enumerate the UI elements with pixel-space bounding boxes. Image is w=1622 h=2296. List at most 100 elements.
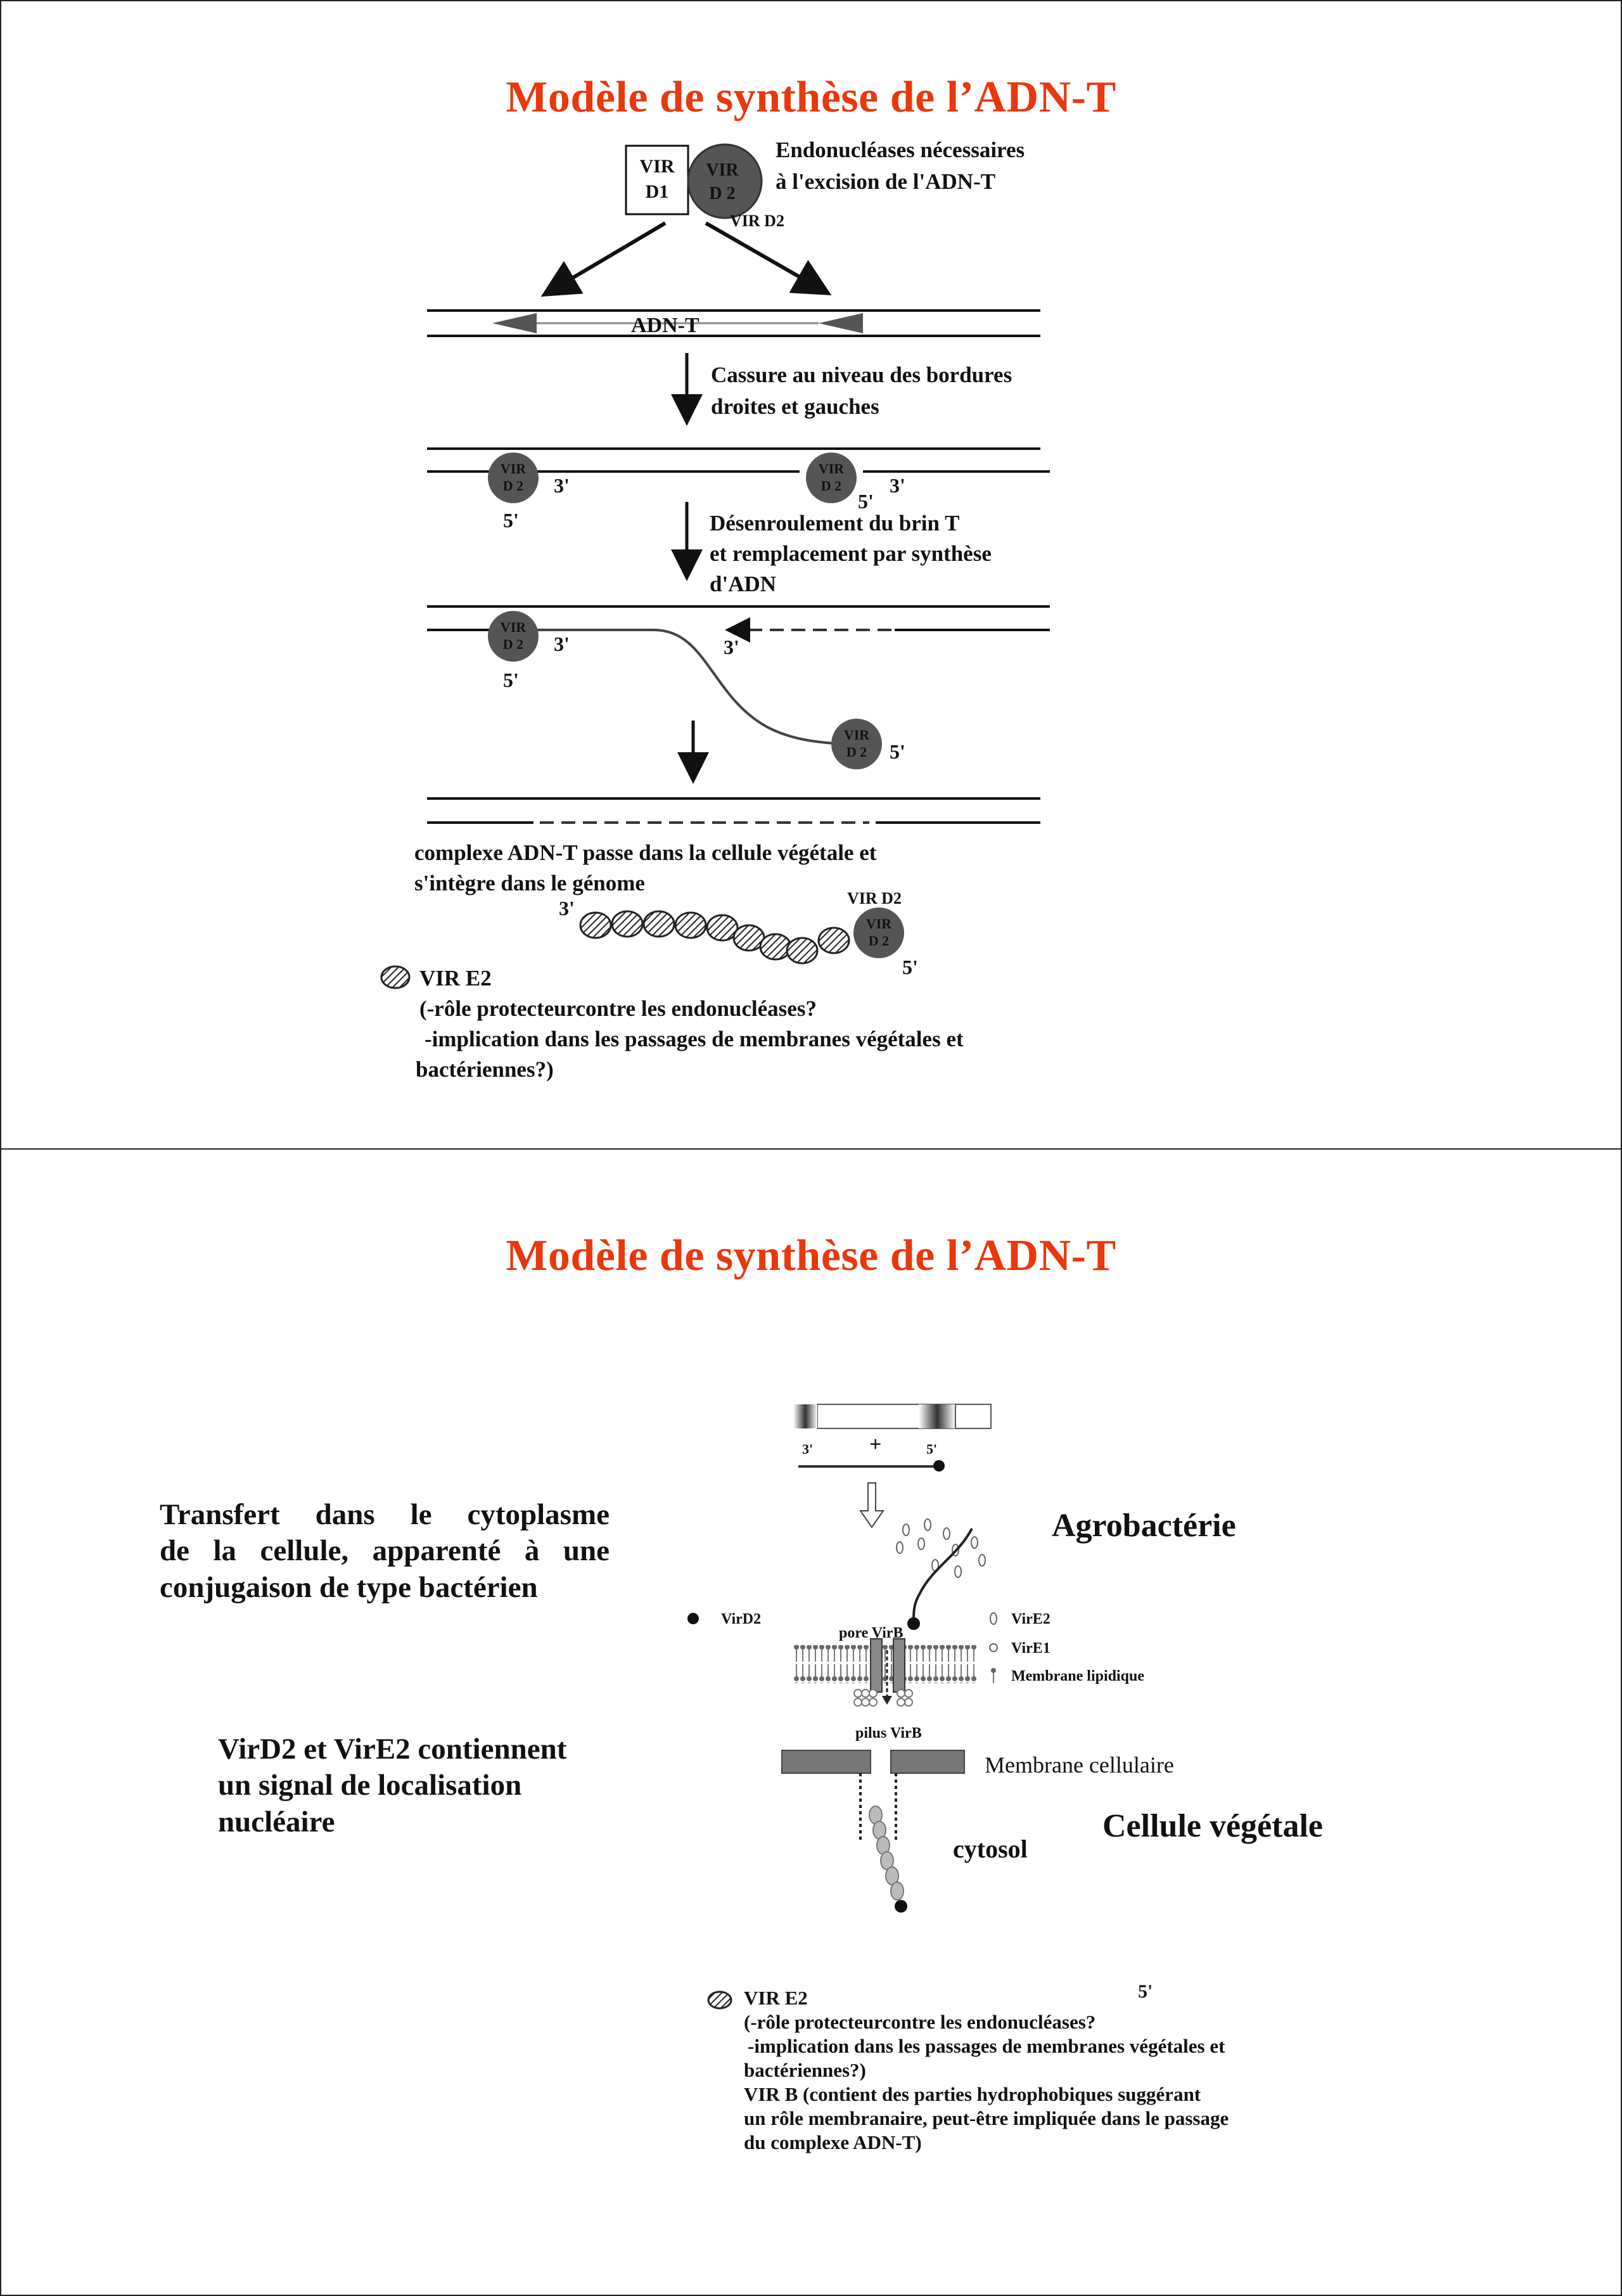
plasmid-vird2-dot bbox=[933, 1460, 945, 1472]
signal-line-3: nucléaire bbox=[218, 1805, 335, 1838]
bottom-legend: VIR E2 (-rôle protecteurcontre les endon… bbox=[744, 1986, 1229, 2155]
vir-d2-left-1 bbox=[488, 452, 539, 503]
bottom-legend-line-3: bactériennes?) bbox=[744, 2059, 866, 2081]
cytosol-label: cytosol bbox=[953, 1835, 1028, 1863]
vir-d2-left-2-d2: D 2 bbox=[503, 636, 523, 652]
prime-3-c: 3' bbox=[554, 632, 570, 655]
signal-text: VirD2 et VirE2 contiennent un signal de … bbox=[218, 1731, 566, 1840]
lipid-legend-icon bbox=[991, 1668, 996, 1683]
vir-d2-t-strand bbox=[831, 719, 882, 769]
transfert-line-1: Transfert dans le cytoplasme bbox=[160, 1498, 610, 1531]
adn-t-label: ADN-T bbox=[631, 314, 699, 337]
complexe-line-1: complexe ADN-T passe dans la cellule vég… bbox=[414, 840, 877, 865]
step-2-text: Désenroulement du brin T et remplacement… bbox=[710, 508, 992, 600]
vir-d2-right-1 bbox=[806, 452, 857, 503]
plasmid-right-border bbox=[919, 1404, 955, 1428]
vir-d2-left-2-vir: VIR bbox=[501, 619, 527, 635]
step-1-line-1: Cassure au niveau des bordures bbox=[711, 362, 1012, 387]
transfert-text: Transfert dans le cytoplasme de la cellu… bbox=[160, 1497, 610, 1606]
t-complex-vir-e2-chain bbox=[579, 910, 850, 965]
hollow-arrow bbox=[859, 1482, 884, 1529]
cellule-vegetale-label: Cellule végétale bbox=[1102, 1808, 1323, 1844]
vir-d2-complex-caption: VIR D2 bbox=[847, 889, 902, 907]
prime-5-e: 5' bbox=[902, 956, 918, 978]
legend-line-1: (-rôle protecteurcontre les endonucléase… bbox=[419, 996, 817, 1021]
legend-line-3: bactériennes?) bbox=[416, 1057, 554, 1082]
vir-d2-left-1-d2: D 2 bbox=[503, 478, 523, 494]
bottom-legend-line-5: un rôle membranaire, peut-être impliquée… bbox=[744, 2107, 1229, 2129]
step-1-line-2: droites et gauches bbox=[711, 394, 879, 419]
cell-membrane-right bbox=[890, 1750, 965, 1774]
vir-d1-label-d1: D1 bbox=[646, 181, 669, 202]
prime-3-d: 3' bbox=[724, 636, 739, 658]
cell-membrane-left bbox=[781, 1750, 871, 1774]
vire1-legend-icon bbox=[989, 1643, 998, 1652]
vir-d2-left-1-vir: VIR bbox=[501, 461, 527, 477]
plasmid-5-prime: 5' bbox=[926, 1441, 937, 1457]
bottom-legend-line-1: (-rôle protecteurcontre les endonucléase… bbox=[744, 2011, 1096, 2033]
vir-e2-legend-icon bbox=[380, 965, 411, 989]
step-2-line-3: d'ADN bbox=[710, 572, 777, 596]
vir-d2-t-strand-d2: D 2 bbox=[846, 744, 867, 760]
endonuclease-line-1: Endonucléases nécessaires bbox=[776, 138, 1025, 162]
prime-3-b: 3' bbox=[890, 474, 905, 497]
slide-2: Modèle de synthèse de l’ADN-T Transfert … bbox=[0, 1148, 1622, 2296]
bottom-legend-title: VIR E2 bbox=[744, 1987, 808, 2009]
plasmid-3-prime: 3' bbox=[802, 1441, 813, 1457]
slide-1-title: Modèle de synthèse de l’ADN-T bbox=[506, 73, 1116, 122]
plasmid-left-border bbox=[793, 1404, 817, 1428]
agrobacterie-label: Agrobactérie bbox=[1052, 1508, 1236, 1544]
t-complex-cytosol bbox=[869, 1805, 904, 1901]
arrow-right-border bbox=[705, 221, 832, 295]
transfert-line-3: conjugaison de type bactérien bbox=[160, 1570, 538, 1604]
endonuclease-note: Endonucléases nécessaires à l'excision d… bbox=[776, 134, 1025, 198]
vir-e2-legend: VIR E2 (-rôle protecteurcontre les endon… bbox=[416, 963, 964, 1085]
t-strand-agro bbox=[912, 1528, 973, 1620]
adn-t-synthesis-diagram: VIR D1 VIR D 2 VIR D2 ADN-T VIR D 2 VIR … bbox=[380, 143, 1050, 989]
bottom-legend-line-2: -implication dans les passages de membra… bbox=[748, 2035, 1225, 2057]
prime-5-a: 5' bbox=[503, 509, 519, 532]
slide-1: Modèle de synthèse de l’ADN-T VIR D1 VIR… bbox=[0, 0, 1622, 1150]
vire2-legend-label: VirE2 bbox=[1011, 1611, 1050, 1627]
vire2-scattered bbox=[896, 1518, 986, 1578]
pore-complex-rings bbox=[853, 1689, 913, 1707]
vir-d2-complex bbox=[853, 907, 904, 958]
displaced-t-strand bbox=[533, 629, 845, 745]
five-prime-bottom: 5' bbox=[1138, 1981, 1153, 2002]
vir-d1-box bbox=[625, 144, 689, 215]
left-border bbox=[492, 313, 537, 333]
prime-5-d: 5' bbox=[890, 740, 905, 763]
endonuclease-line-2: à l'excision de l'ADN-T bbox=[776, 169, 996, 194]
vir-d2-complex-d2: D 2 bbox=[869, 933, 889, 949]
vir-d2-circle bbox=[687, 143, 763, 219]
vir-d2-circle-d2: D 2 bbox=[709, 184, 735, 203]
prime-5-c: 5' bbox=[503, 669, 519, 691]
arrow-left-border bbox=[540, 221, 667, 297]
prime-5-b: 5' bbox=[858, 490, 874, 513]
plasmid-plus: + bbox=[869, 1433, 881, 1456]
lipid-bilayer bbox=[793, 1645, 977, 1683]
vir-d1-label-vir: VIR bbox=[639, 156, 674, 177]
vire1-legend-label: VirE1 bbox=[1011, 1640, 1050, 1657]
vir-d2-t-strand-vir: VIR bbox=[844, 727, 870, 743]
vird2-legend-dot bbox=[687, 1613, 699, 1624]
bottom-legend-line-6: du complexe ADN-T) bbox=[744, 2131, 922, 2153]
t-strand-vird2-dot bbox=[907, 1617, 920, 1630]
vir-d2-right-1-d2: D 2 bbox=[821, 478, 841, 494]
vir-d2-circle-vir: VIR bbox=[706, 160, 739, 180]
signal-line-1: VirD2 et VirE2 contiennent bbox=[218, 1733, 567, 1766]
transfert-line-2: de la cellule, apparenté à une bbox=[160, 1534, 610, 1568]
bottom-legend-line-4: VIR B (contient des parties hydrophobiqu… bbox=[744, 2083, 1201, 2105]
pore-arrowhead bbox=[882, 1696, 892, 1705]
vir-d2-right-1-vir: VIR bbox=[819, 461, 845, 477]
plasmid-right-end bbox=[955, 1404, 992, 1429]
vir-d2-complex-vir: VIR bbox=[866, 916, 892, 932]
vir-d2-left-2 bbox=[488, 611, 539, 662]
slide-2-title: Modèle de synthèse de l’ADN-T bbox=[506, 1231, 1116, 1280]
complexe-line-2: s'intègre dans le génome bbox=[414, 871, 645, 895]
prime-3-e: 3' bbox=[559, 897, 575, 920]
pore-right-wall bbox=[893, 1638, 905, 1693]
vird2-legend-label: VirD2 bbox=[721, 1611, 761, 1627]
pore-left-wall bbox=[870, 1638, 883, 1693]
t-complex-vird2-dot bbox=[895, 1900, 907, 1913]
